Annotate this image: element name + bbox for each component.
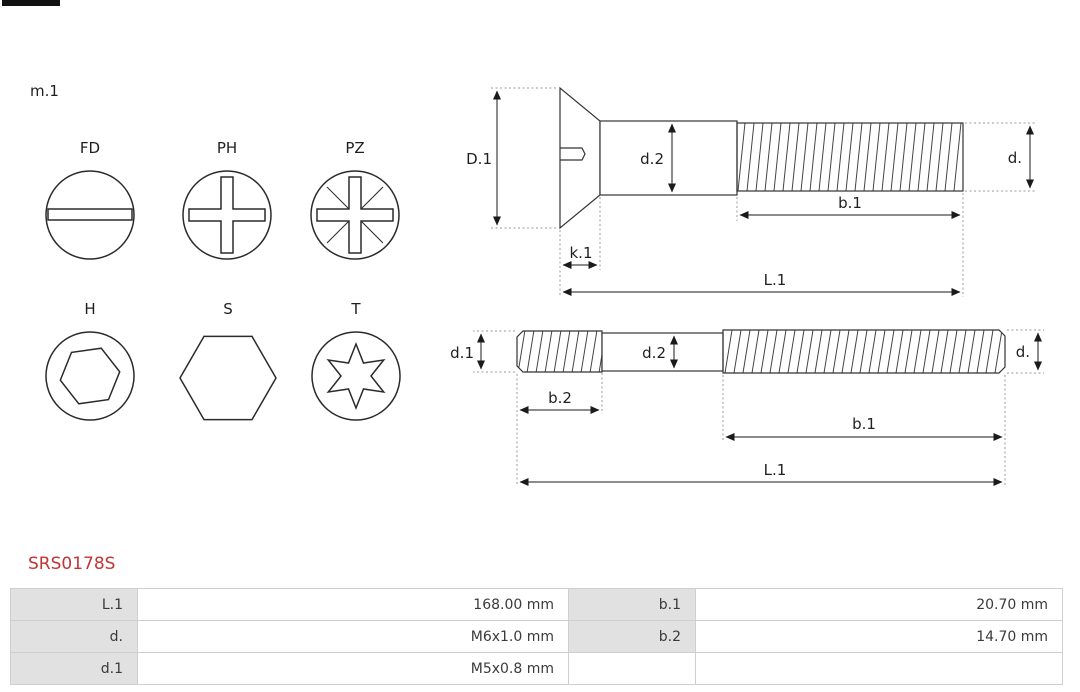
stud-left-thread-section bbox=[516, 330, 603, 373]
torx-head-icon: T bbox=[311, 300, 401, 421]
countersunk-screw-drawing: D.1 d.2 d. b.1 k.1 L.1 bbox=[466, 86, 1036, 297]
stud-right-thread-section bbox=[722, 329, 1006, 374]
phillips-cross-shape bbox=[188, 176, 266, 254]
dim-d1-label: d.1 bbox=[450, 344, 474, 362]
group-marker-label: m.1 bbox=[30, 82, 59, 100]
hex-external-shape bbox=[179, 335, 277, 421]
hex-socket-circle bbox=[45, 331, 135, 421]
screw-head-slot bbox=[560, 147, 586, 161]
slotted-head-circle bbox=[45, 170, 135, 260]
dim-L1-label: L.1 bbox=[764, 461, 787, 479]
spec-label-cell: b.1 bbox=[569, 589, 696, 621]
spec-value-cell: 14.70 mm bbox=[696, 621, 1063, 653]
spec-label-cell: L.1 bbox=[11, 589, 138, 621]
spec-value-cell: 168.00 mm bbox=[138, 589, 569, 621]
spec-label-cell: b.2 bbox=[569, 621, 696, 653]
pozidriv-head-label: PZ bbox=[345, 139, 364, 157]
table-row: d. M6x1.0 mm b.2 14.70 mm bbox=[11, 621, 1063, 653]
torx-circle bbox=[311, 331, 401, 421]
spec-table: L.1 168.00 mm b.1 20.70 mm d. M6x1.0 mm … bbox=[10, 588, 1063, 685]
spec-value-cell: M6x1.0 mm bbox=[138, 621, 569, 653]
hex-socket-head-label: H bbox=[84, 300, 95, 318]
torx-star-shape bbox=[326, 341, 386, 411]
spec-label-cell: d.1 bbox=[11, 653, 138, 685]
dim-D1-label: D.1 bbox=[466, 150, 492, 168]
table-row: L.1 168.00 mm b.1 20.70 mm bbox=[11, 589, 1063, 621]
spec-value-cell: M5x0.8 mm bbox=[138, 653, 569, 685]
stud-shank bbox=[601, 332, 724, 372]
spec-label-cell: d. bbox=[11, 621, 138, 653]
dim-b1-label: b.1 bbox=[838, 194, 862, 212]
screw-shank bbox=[599, 120, 738, 196]
screw-head-shape bbox=[559, 86, 601, 230]
technical-drawing: m.1 FD PH PZ H S T bbox=[30, 82, 1044, 486]
hex-socket-head-icon: H bbox=[45, 300, 135, 421]
hex-socket-shape bbox=[59, 347, 121, 405]
slotted-head-icon: FD bbox=[45, 139, 135, 260]
dim-d-label: d. bbox=[1016, 343, 1030, 361]
pozidriv-head-circle bbox=[310, 170, 400, 260]
dim-b1-label: b.1 bbox=[852, 415, 876, 433]
part-number: SRS0178S bbox=[28, 554, 116, 574]
hex-external-head-label: S bbox=[223, 300, 233, 318]
spec-value-cell bbox=[696, 653, 1063, 685]
phillips-head-label: PH bbox=[217, 139, 237, 157]
phillips-head-circle bbox=[182, 170, 272, 260]
dim-d2-label: d.2 bbox=[642, 344, 666, 362]
dim-d2-label: d.2 bbox=[640, 150, 664, 168]
table-row: d.1 M5x0.8 mm bbox=[11, 653, 1063, 685]
spec-label-cell bbox=[569, 653, 696, 685]
phillips-head-icon: PH bbox=[182, 139, 272, 260]
slotted-head-label: FD bbox=[80, 139, 100, 157]
dim-L1-label: L.1 bbox=[764, 271, 787, 289]
stud-drawing: d.1 d.2 d. b.2 b.1 L.1 bbox=[450, 329, 1044, 486]
screw-thread-section bbox=[736, 122, 964, 192]
spec-value-cell: 20.70 mm bbox=[696, 589, 1063, 621]
torx-head-label: T bbox=[350, 300, 361, 318]
dim-d-label: d. bbox=[1008, 149, 1022, 167]
logo-fragment bbox=[2, 0, 60, 6]
pozidriv-cross-shape bbox=[316, 176, 394, 254]
pozidriv-head-icon: PZ bbox=[310, 139, 400, 260]
dim-b2-label: b.2 bbox=[548, 389, 572, 407]
slot-shape bbox=[47, 208, 133, 221]
hex-external-head-icon: S bbox=[179, 300, 277, 421]
dim-k1-label: k.1 bbox=[570, 244, 593, 262]
